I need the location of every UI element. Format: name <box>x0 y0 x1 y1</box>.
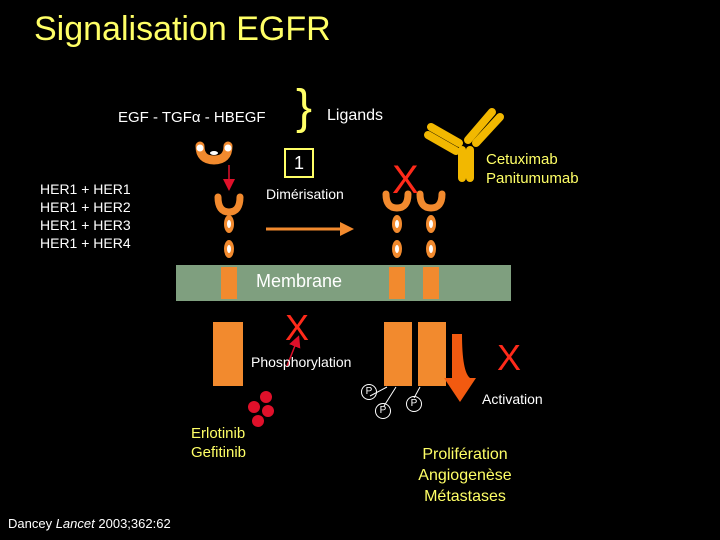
tki-name: Erlotinib <box>191 425 246 442</box>
phosphorylation-arrow <box>286 335 301 367</box>
tki-molecule-icon <box>248 391 274 427</box>
tki-names: Erlotinib Gefitinib <box>191 424 246 462</box>
inhibit-x-activation: X <box>497 337 522 378</box>
her-combination: HER1 + HER3 <box>40 217 131 233</box>
citation-author: Dancey <box>8 516 53 531</box>
activation-label: Activation <box>482 391 543 407</box>
outcome-item: Prolifération <box>422 446 508 463</box>
antibody-name: Cetuximab <box>486 151 558 168</box>
ligands-label: Ligands <box>327 107 384 124</box>
phosphate-badge: P <box>361 384 377 400</box>
step-number-box: 1 <box>284 148 314 178</box>
phosphate-line <box>383 386 397 407</box>
receptor-dimer <box>382 190 446 386</box>
phosphate-badge: P <box>375 403 391 419</box>
inhibit-x-antibody: X <box>392 158 419 202</box>
her-combinations: HER1 + HER1 HER1 + HER2 HER1 + HER3 HER1… <box>40 180 131 252</box>
ligand-brace: } <box>296 81 313 134</box>
phosphorylation-label: Phosphorylation <box>251 354 352 370</box>
phosphate-badge: P <box>406 396 422 412</box>
dimerisation-arrowhead <box>340 222 354 236</box>
ligand-icon <box>195 141 233 165</box>
citation-ref: 2003;362:62 <box>98 516 171 531</box>
outcome-item: Métastases <box>424 488 506 505</box>
outcome-item: Angiogenèse <box>418 467 512 484</box>
citation-journal: Lancet <box>55 516 95 531</box>
membrane-label: Membrane <box>256 271 343 291</box>
antibody-icon <box>424 108 504 182</box>
her-combination: HER1 + HER2 <box>40 199 131 215</box>
her-combination: HER1 + HER1 <box>40 181 131 197</box>
receptor-monomer <box>213 193 244 386</box>
antibody-name: Panitumumab <box>486 170 579 187</box>
outcomes-list: Prolifération Angiogenèse Métastases <box>404 444 526 507</box>
ligand-list: EGF - TGFα - HBEGF <box>118 109 266 126</box>
dimerisation-label: Dimérisation <box>266 186 344 202</box>
activation-arrow <box>444 334 476 402</box>
inhibit-x-phosphorylation: X <box>285 307 310 348</box>
her-combination: HER1 + HER4 <box>40 235 131 251</box>
page-title: Signalisation EGFR <box>34 10 331 48</box>
antibody-names: Cetuximab Panitumumab <box>486 150 579 188</box>
citation: Dancey Lancet 2003;362:62 <box>8 516 171 531</box>
tki-name: Gefitinib <box>191 444 247 461</box>
